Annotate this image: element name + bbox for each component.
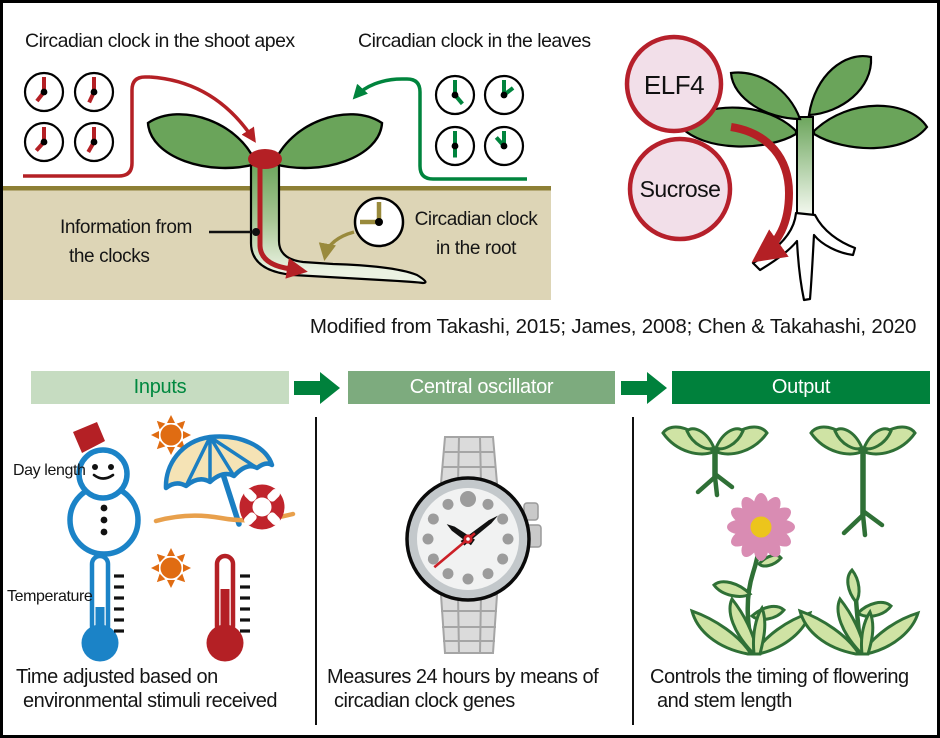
shoot-apex-clocks-icon: [23, 71, 115, 163]
wristwatch-icon: [405, 436, 542, 654]
seedling-tall-icon: [809, 425, 917, 538]
output-caption: Controls the timing of flowering and ste…: [650, 666, 909, 713]
plant-with-elf4-arrow-illustration: [677, 54, 929, 302]
seedling-short-icon: [661, 425, 769, 498]
root-clock-icon: [318, 196, 405, 262]
root-clock-label: Circadian clock in the root: [401, 206, 551, 263]
flowering-plant-icon: [689, 493, 813, 656]
oscillator-header: Central oscillator: [348, 371, 615, 404]
output-caption-line1: Controls the timing of flowering: [650, 666, 909, 688]
output-header: Output: [672, 371, 930, 404]
leaves-label: Circadian clock in the leaves: [358, 30, 591, 52]
root-label-line2: in the root: [435, 237, 517, 259]
info-label-line1: Information from: [60, 217, 192, 238]
top-illustration: [3, 34, 929, 302]
sucrose-circle: [627, 136, 733, 242]
bucket-hat-icon: [73, 422, 105, 453]
sucrose-label: Sucrose: [639, 176, 721, 202]
cold-thermometer-icon: [81, 553, 124, 662]
info-pointer-line: [209, 228, 260, 236]
oscillator-caption-line2: circadian clock genes: [334, 689, 515, 712]
shoot-apex-bracket-arrow: [23, 75, 256, 178]
inputs-caption: Time adjusted based on environmental sti…: [16, 666, 278, 713]
inputs-caption-line2: environmental stimuli received: [23, 689, 278, 712]
lifebuoy-icon: [239, 484, 285, 530]
oscillator-caption: Measures 24 hours by means of circadian …: [327, 666, 599, 713]
info-from-clocks-label: Information from the clocks: [60, 214, 192, 271]
root-label-line1: Circadian clock: [414, 209, 538, 230]
downward-signal-arrow: [730, 123, 794, 263]
roots: [751, 211, 857, 302]
leaves-bracket-arrow: [352, 77, 527, 181]
vegetative-plant-icon: [797, 567, 921, 656]
bottom-illustrations: [67, 415, 921, 662]
hot-thermometer-icon: [206, 553, 250, 662]
flow-arrow-icon: [294, 372, 340, 404]
inputs-caption-line1: Time adjusted based on: [16, 666, 218, 688]
column-divider: [632, 417, 634, 725]
shoot-apex-marker: [248, 149, 282, 169]
elf4-label: ELF4: [643, 70, 705, 100]
flower-icon: [727, 493, 795, 561]
shoot-apex-label: Circadian clock in the shoot apex: [25, 30, 295, 52]
output-caption-line2: and stem length: [657, 689, 792, 712]
leaves-clocks-icon: [434, 74, 525, 167]
temperature-label: Temperature: [7, 588, 93, 605]
oscillator-caption-line1: Measures 24 hours by means of: [327, 666, 599, 688]
attribution-text: Modified from Takashi, 2015; James, 2008…: [309, 315, 917, 338]
flow-arrow-icon: [621, 372, 667, 404]
seedling-illustration: [146, 113, 427, 285]
day-length-label: Day length: [13, 462, 86, 479]
elf4-circle: [624, 34, 724, 134]
inputs-header: Inputs: [31, 371, 289, 404]
info-label-line2: the clocks: [69, 245, 150, 267]
sun-icon: [151, 548, 191, 588]
snowman-icon: [67, 422, 141, 557]
column-divider: [315, 417, 317, 725]
